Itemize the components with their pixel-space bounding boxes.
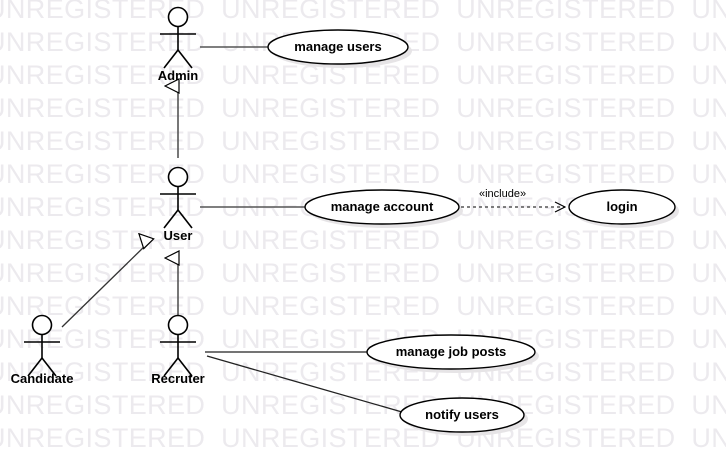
stereotype-label-include: «include» [479,188,527,200]
usecase-shadows [272,34,679,436]
usecase-label-manage-job-posts: manage job posts [395,344,507,359]
usecase-manage-account [304,189,460,225]
actor-user[interactable] [160,166,196,229]
association-lines [200,46,403,413]
usecase-manage-users [267,29,409,65]
usecase-label-manage-account: manage account [330,199,434,214]
usecase-label-login: login [606,199,638,214]
usecase-login [568,189,676,225]
generalization-lines [61,86,178,328]
actor-label-candidate: Candidate [10,371,74,386]
actor-candidate[interactable] [24,314,60,377]
usecase-label-notify-users: notify users [425,407,499,422]
actor-recruter[interactable] [160,314,196,377]
gen-candidate-to-user [61,243,148,328]
actor-admin[interactable] [160,6,196,69]
usecase-label-manage-users: manage users [294,39,382,54]
actor-label-user: User [163,228,193,243]
assoc-recruter-notify-users [206,355,403,413]
usecase-notify-users [399,397,525,433]
actor-label-admin: Admin [157,68,199,83]
actor-label-recruter: Recruter [151,371,205,386]
usecase-manage-job-posts [366,334,536,370]
usecase-ellipses[interactable] [267,29,676,433]
